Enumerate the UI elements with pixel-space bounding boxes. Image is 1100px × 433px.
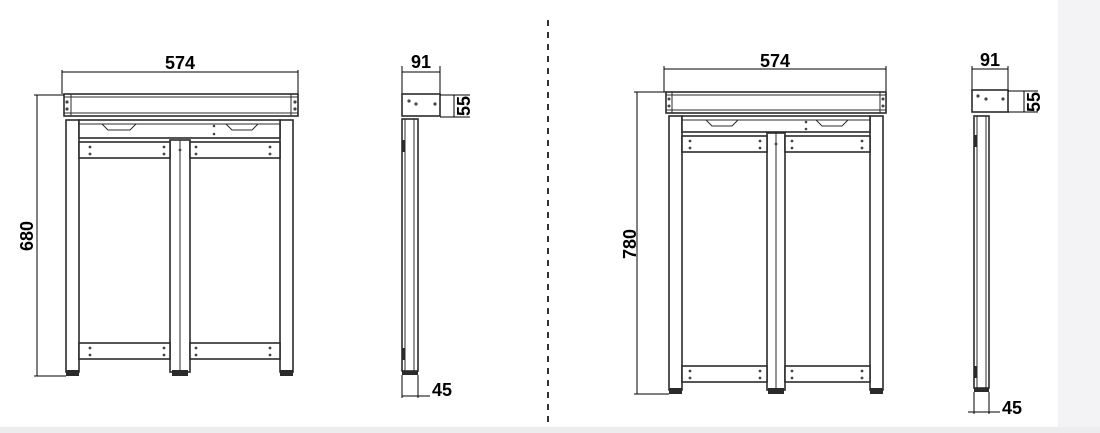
side-view-780: 91 55 45 xyxy=(968,50,1044,418)
bottom-margin-strip xyxy=(0,427,1100,433)
width-label: 574 xyxy=(165,53,195,73)
height-label: 680 xyxy=(17,221,37,251)
worktop xyxy=(63,93,299,117)
top-height-label: 55 xyxy=(1024,92,1044,112)
front-view-780: 574 xyxy=(620,51,887,395)
top-height-dimension: 55 xyxy=(440,94,474,118)
top-height-label: 55 xyxy=(454,96,474,116)
height-dimension: 780 xyxy=(620,91,669,395)
side-view-680: 91 55 45 xyxy=(401,52,474,400)
foot-label: 45 xyxy=(432,380,452,400)
depth-label: 91 xyxy=(980,50,1000,70)
front-view-680: 574 xyxy=(17,53,299,377)
height-label: 780 xyxy=(620,229,640,259)
left-leg xyxy=(65,119,80,373)
width-dimension: 574 xyxy=(663,51,887,92)
right-leg xyxy=(279,119,294,373)
height-dimension: 680 xyxy=(17,94,66,377)
width-dimension: 574 xyxy=(61,53,299,94)
right-margin-strip xyxy=(1058,0,1100,433)
top-height-dimension: 55 xyxy=(1008,90,1044,113)
width-label: 574 xyxy=(760,51,790,71)
foot-dimension: 45 xyxy=(968,392,1022,418)
depth-label: 91 xyxy=(411,52,431,72)
depth-dimension: 91 xyxy=(971,50,1009,90)
foot-label: 45 xyxy=(1002,398,1022,418)
depth-dimension: 91 xyxy=(401,52,441,94)
foot-dimension: 45 xyxy=(401,375,452,400)
